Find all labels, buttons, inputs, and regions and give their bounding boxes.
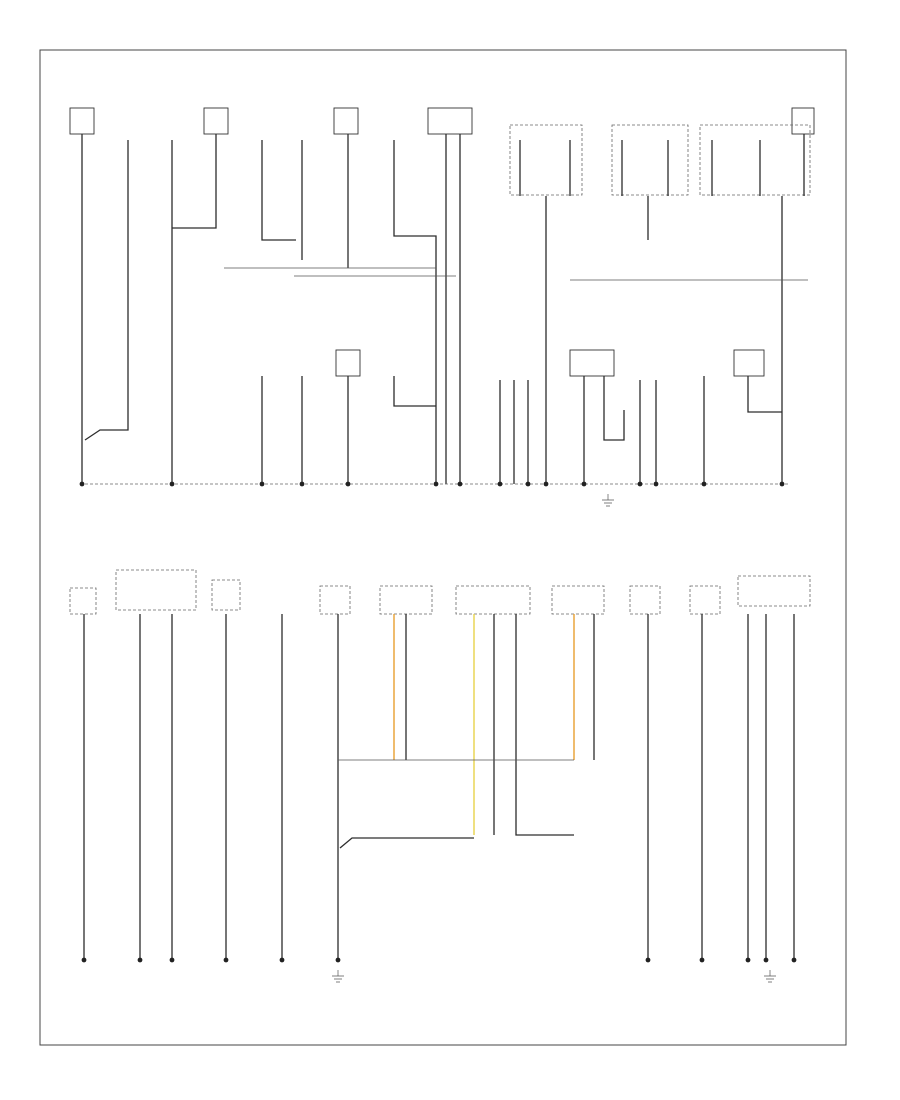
ground-point: [299, 481, 305, 487]
ground-point: [335, 957, 341, 963]
ground-point: [699, 957, 705, 963]
ground-point: [81, 957, 87, 963]
ground-point: [433, 481, 439, 487]
ground-point: [637, 481, 643, 487]
component-box-dashed: [379, 585, 433, 615]
ground-point: [653, 481, 659, 487]
wire: [603, 376, 625, 441]
ground-point: [525, 481, 531, 487]
ground-point: [791, 957, 797, 963]
ground-point: [137, 957, 143, 963]
mid-section: [261, 349, 782, 484]
wire: [172, 134, 217, 229]
component-box: [569, 349, 615, 377]
top-section: [69, 107, 815, 484]
component-box-dashed: [69, 587, 97, 615]
wire: [393, 376, 436, 407]
wire: [515, 614, 574, 836]
bottom-section: [69, 569, 811, 960]
ground-point: [763, 957, 769, 963]
component-box: [733, 349, 765, 377]
ground-point: [169, 957, 175, 963]
component-box-dashed: [699, 124, 811, 196]
component-box: [333, 107, 359, 135]
component-box: [335, 349, 361, 377]
ground-points-bottom: [81, 957, 797, 963]
component-box-dashed: [551, 585, 605, 615]
component-box-dashed: [629, 585, 661, 615]
ground-point: [223, 957, 229, 963]
ground-point: [543, 481, 549, 487]
ground-symbol-1: [602, 494, 614, 507]
ground-point: [745, 957, 751, 963]
component-box-dashed: [611, 124, 689, 196]
ground-point: [457, 481, 463, 487]
component-box-dashed: [509, 124, 583, 196]
ground-point: [779, 481, 785, 487]
ground-point: [79, 481, 85, 487]
wire: [339, 837, 474, 849]
wire: [393, 140, 437, 484]
ground-point: [645, 957, 651, 963]
ground-points: [79, 481, 785, 487]
ground-symbol-2: [332, 970, 344, 983]
component-box-dashed: [115, 569, 197, 611]
component-box-dashed: [737, 575, 811, 607]
wire: [261, 140, 296, 241]
ground-point: [279, 957, 285, 963]
component-box: [69, 107, 95, 135]
component-box-dashed: [319, 585, 351, 615]
ground-point: [169, 481, 175, 487]
component-box-dashed: [689, 585, 721, 615]
component-box-dashed: [455, 585, 531, 615]
ground-symbol-3: [764, 970, 776, 983]
component-box: [203, 107, 229, 135]
component-box: [791, 107, 815, 135]
ground-point: [701, 481, 707, 487]
wire: [747, 376, 782, 413]
ground-point: [259, 481, 265, 487]
wire: [84, 140, 129, 441]
diagram-frame: [39, 49, 847, 1046]
ground-point: [345, 481, 351, 487]
ground-point: [581, 481, 587, 487]
component-box-dashed: [211, 579, 241, 611]
ground-point: [497, 481, 503, 487]
component-box: [427, 107, 473, 135]
